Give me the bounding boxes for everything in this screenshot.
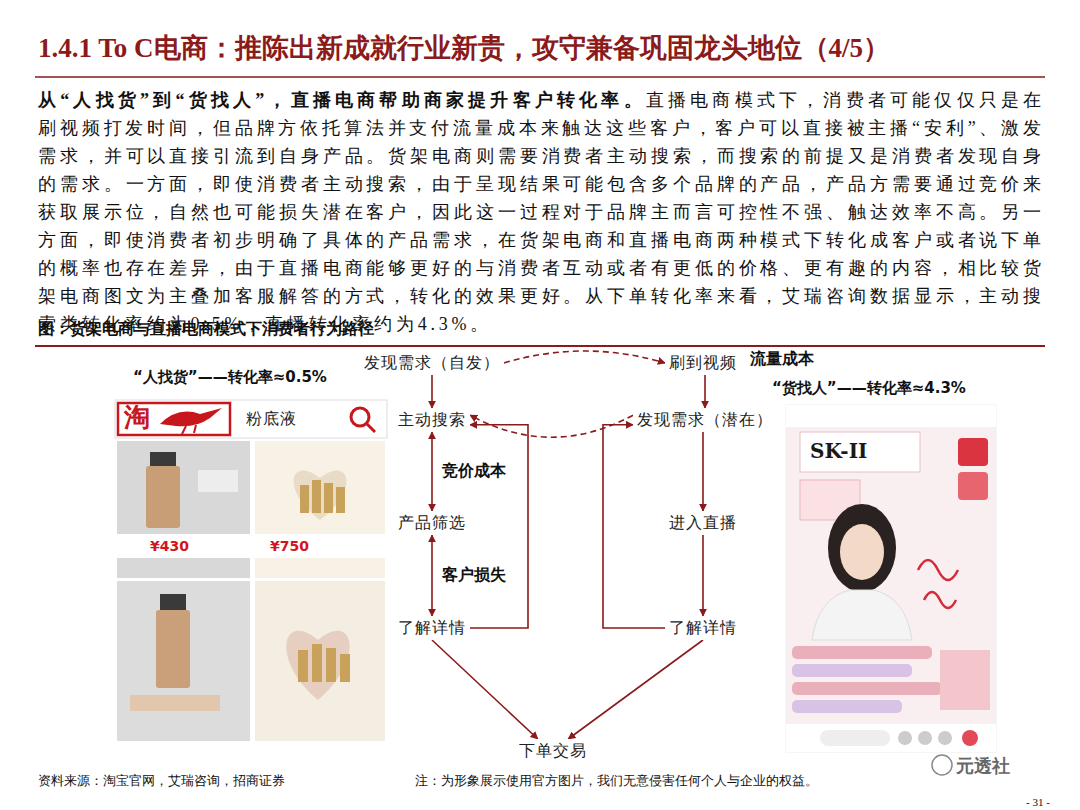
body-text: 直播电商模式下，消费者可能仅仅只是在刷视频打发时间，但品牌方依托算法并支付流量成…: [38, 90, 1045, 334]
watermark-icon: [932, 755, 952, 775]
flow-step: 进入直播: [665, 511, 741, 535]
mode-conversion-label: “人找货”——转化率≈0.5%: [133, 368, 327, 386]
flow-step: 下单交易: [515, 739, 591, 763]
mode-conversion-label-box: “人找货”——转化率≈0.5%: [133, 368, 327, 387]
slide-title: 1.4.1 To C电商：推陈出新成就行业新贵，攻守兼备巩固龙头地位（4/5）: [38, 30, 890, 66]
title-rule: [35, 76, 1045, 78]
disclaimer-note: 注：为形象展示使用官方图片，我们无意侵害任何个人与企业的权益。: [415, 773, 818, 788]
step-text: 发现需求（潜在）: [637, 410, 773, 430]
body-paragraph: 从“人找货”到“货找人”，直播电商帮助商家提升客户转化率。直播电商模式下，消费者…: [38, 86, 1045, 338]
flow-step: 刷到视频: [665, 351, 741, 375]
step-text: 主动搜索: [398, 410, 466, 430]
watermark: 元透社: [956, 755, 1010, 776]
brand-logo-text-box: SK-II: [810, 439, 867, 463]
step-text: 刷到视频: [669, 353, 737, 373]
cost-label: 流量成本: [750, 349, 814, 368]
source-note: 资料来源：淘宝官网，艾瑞咨询，招商证券: [38, 773, 285, 788]
step-text: 发现需求（自发）: [364, 353, 500, 373]
dashed-connector: [470, 415, 633, 437]
step-text: 产品筛选: [398, 513, 466, 533]
flow-arrow: [603, 425, 665, 628]
flow-arrow: [431, 432, 433, 511]
flow-arrow: [568, 640, 703, 739]
flow-step: 产品筛选: [394, 511, 470, 535]
flow-arrow: [432, 640, 538, 739]
livestream-screenshot: [786, 405, 996, 752]
mode-conversion-label: “货找人”——转化率≈4.3%: [772, 379, 966, 397]
watermark-box: 元透社: [956, 754, 1010, 778]
page-number-box: - 31 -: [1026, 792, 1050, 810]
taobao-logo-text-box: 淘: [124, 404, 150, 430]
step-text: 了解详情: [669, 618, 737, 638]
dashed-connector: [504, 351, 665, 363]
step-text: 了解详情: [398, 618, 466, 638]
page-number: - 31 -: [1026, 796, 1050, 808]
step-text: 下单交易: [519, 741, 587, 761]
edge-label-box: 竞价成本: [440, 461, 508, 482]
flow-step: 发现需求（潜在）: [633, 408, 777, 432]
caption-rule: [35, 345, 1045, 347]
search-query-box: 粉底液: [246, 409, 297, 430]
flow-step: 发现需求（自发）: [360, 351, 504, 375]
cost-label-box: 流量成本: [750, 349, 814, 370]
step-text: 进入直播: [669, 513, 737, 533]
edge-label-box: 客户损失: [440, 565, 508, 586]
flow-arrow: [431, 375, 433, 408]
mode-conversion-label-box: “货找人”——转化率≈4.3%: [772, 379, 966, 398]
lead-sentence: 从“人找货”到“货找人”，直播电商帮助商家提升客户转化率。: [38, 90, 646, 110]
flow-step: 主动搜索: [394, 408, 470, 432]
flow-arrow: [470, 425, 528, 628]
flow-arrow: [702, 432, 704, 511]
source-note-box: 资料来源：淘宝官网，艾瑞咨询，招商证券: [38, 771, 285, 790]
flow-step: 了解详情: [394, 616, 470, 640]
price-tag-box: ¥430: [150, 537, 189, 555]
brand-logo-text: SK-II: [810, 439, 867, 463]
taobao-screenshot: [115, 400, 387, 741]
flow-step: 了解详情: [665, 616, 741, 640]
price-tag: ¥430: [150, 538, 189, 554]
flow-arrow: [704, 375, 706, 408]
price-tag-box: ¥750: [270, 537, 309, 555]
flow-arrow: [702, 535, 704, 616]
taobao-logo-text: 淘: [124, 402, 150, 432]
edge-label: 客户损失: [442, 565, 506, 584]
slide-title-text: 1.4.1 To C电商：推陈出新成就行业新贵，攻守兼备巩固龙头地位（4/5）: [38, 33, 890, 63]
flow-arrow: [431, 535, 433, 616]
edge-label: 竞价成本: [442, 461, 506, 480]
price-tag: ¥750: [270, 538, 309, 554]
disclaimer-note-box: 注：为形象展示使用官方图片，我们无意侵害任何个人与企业的权益。: [415, 771, 818, 790]
search-query: 粉底液: [246, 410, 297, 427]
